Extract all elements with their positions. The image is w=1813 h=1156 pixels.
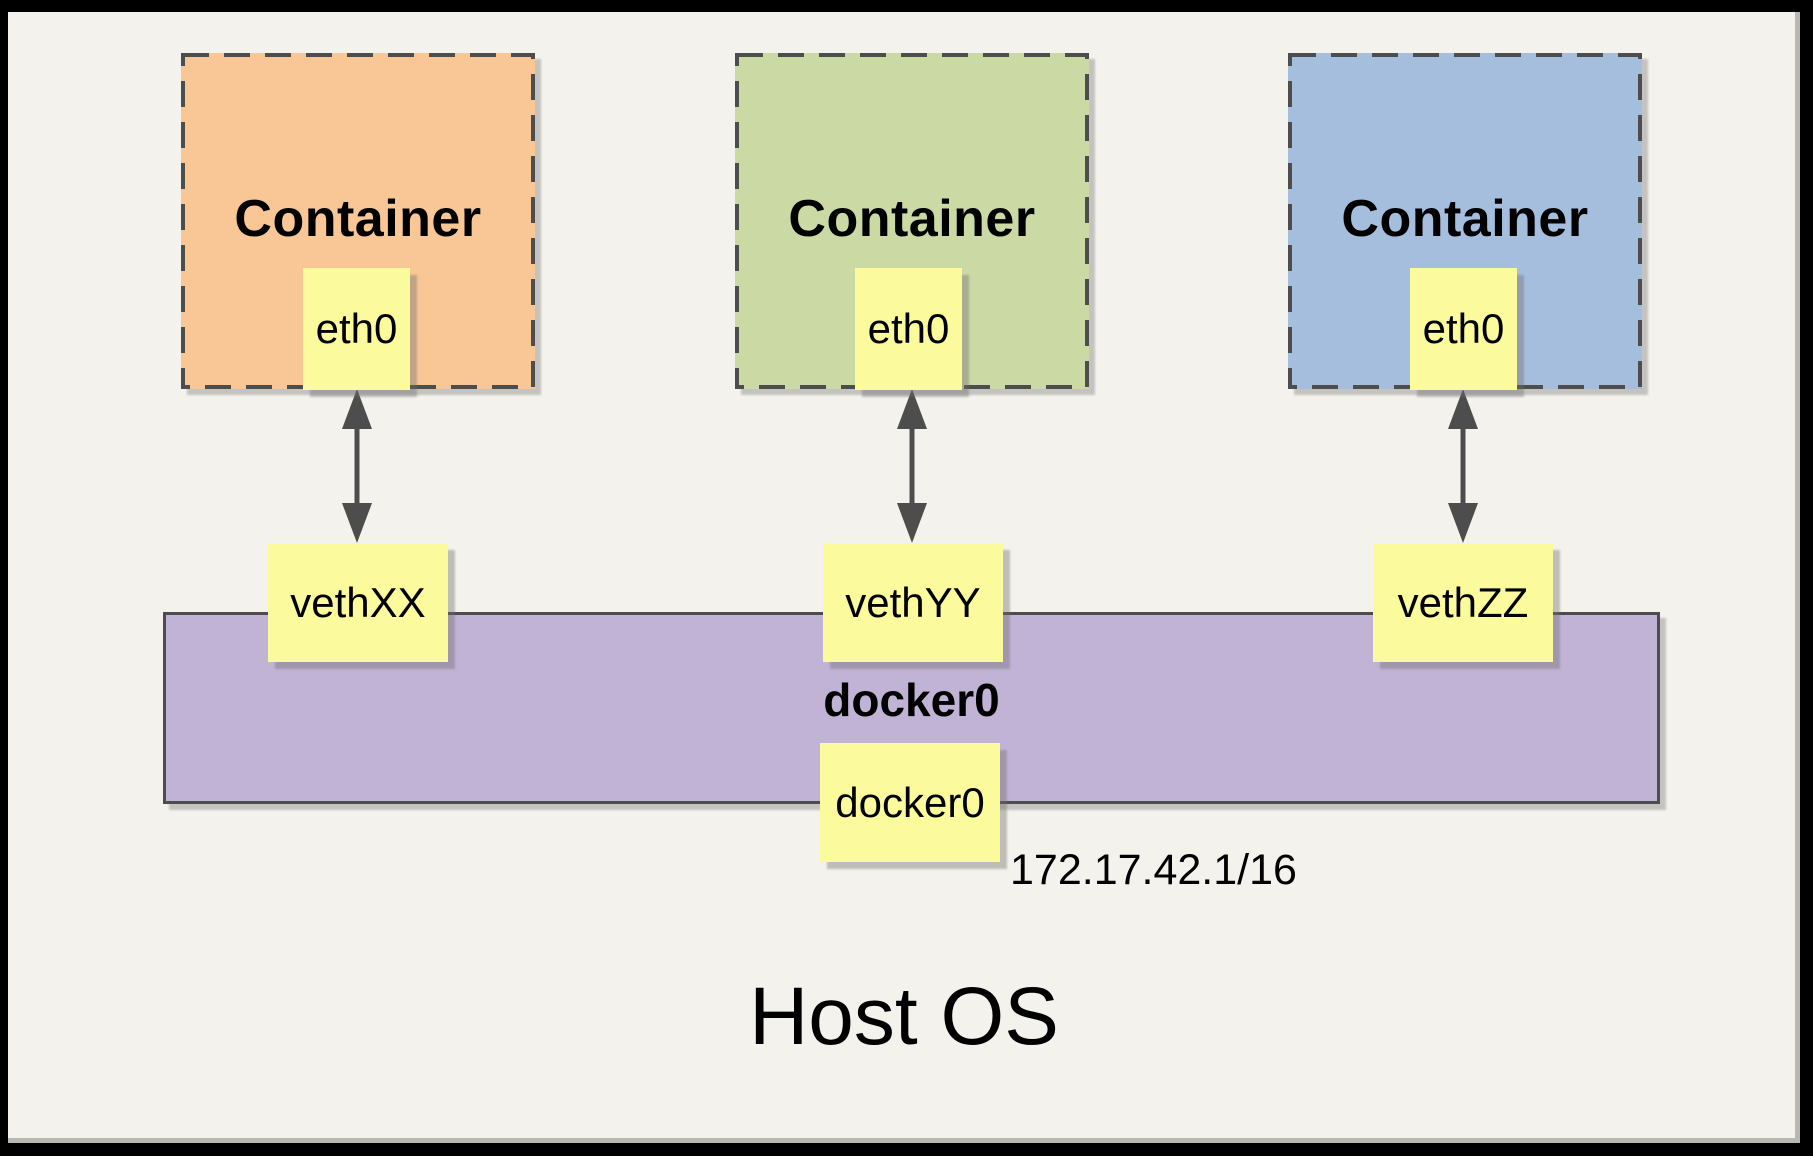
dashed-border — [735, 53, 1089, 389]
eth0-box-1: eth0 — [303, 268, 410, 390]
host-os-label: Host OS — [749, 971, 1059, 1062]
veth-box-vethyy: vethYY — [823, 543, 1003, 662]
veth-arrow-1 — [342, 389, 372, 543]
veth-arrow-3 — [1448, 389, 1478, 543]
eth0-box-2: eth0 — [855, 268, 962, 390]
docker0-bridge-title: docker0 — [823, 674, 1000, 726]
dashed-border — [1288, 53, 1642, 389]
docker0-interface-box: docker0 — [820, 743, 1000, 862]
dashed-border — [181, 53, 535, 389]
veth-arrow-2 — [897, 389, 927, 543]
veth-box-vethzz: vethZZ — [1373, 543, 1553, 662]
veth-box-vethxx: vethXX — [268, 543, 448, 662]
bridge-ip-label: 172.17.42.1/16 — [1010, 846, 1297, 894]
container-title: Container — [1341, 190, 1589, 248]
container-title: Container — [788, 190, 1036, 248]
container-title: Container — [234, 190, 482, 248]
eth0-box-3: eth0 — [1410, 268, 1517, 390]
